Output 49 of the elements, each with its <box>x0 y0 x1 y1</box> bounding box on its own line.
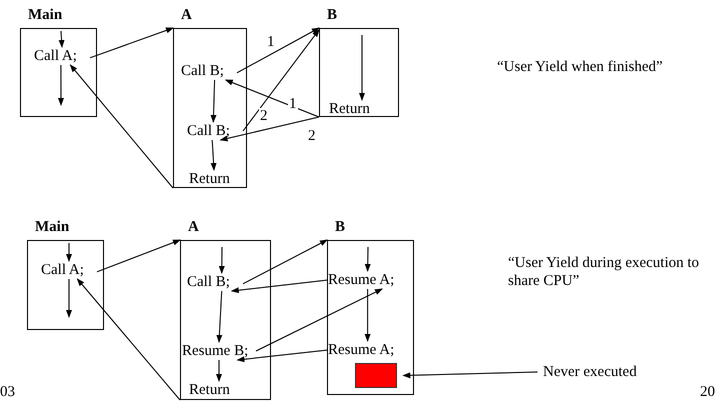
arrow <box>364 246 371 272</box>
statement-text: Call B; <box>187 273 230 291</box>
function-heading: Main <box>28 6 62 24</box>
arrow <box>70 64 174 188</box>
page-number: 03 <box>0 383 16 401</box>
note-text: “User Yield when finished” <box>497 58 664 76</box>
arrow <box>66 278 72 318</box>
arrow <box>256 288 383 352</box>
arrow <box>76 278 180 400</box>
arrow <box>242 28 320 132</box>
arrow <box>96 240 181 272</box>
arrow <box>218 246 225 274</box>
statement-text: Return <box>189 381 230 399</box>
arrow <box>236 28 320 74</box>
statement-text: Resume B; <box>182 342 248 360</box>
function-heading: B <box>335 218 346 236</box>
arrow <box>66 242 72 262</box>
unexecuted-code-block <box>355 363 397 388</box>
annotation-text: Never executed <box>543 363 637 381</box>
arrow <box>242 240 328 284</box>
function-heading: A <box>181 6 192 24</box>
function-heading: A <box>188 218 199 236</box>
arrow <box>236 350 328 362</box>
arrow <box>364 288 371 342</box>
arrow <box>58 64 64 106</box>
arrow <box>220 116 320 142</box>
arrow <box>216 290 222 343</box>
function-heading: Main <box>35 218 70 236</box>
arrow <box>216 360 222 382</box>
statement-text: Resume A; <box>328 271 394 289</box>
statement-text: Call A; <box>34 47 77 65</box>
function-heading: B <box>327 6 338 24</box>
statement-text: Return <box>329 100 370 118</box>
arrow <box>58 30 65 48</box>
arrow <box>230 280 328 294</box>
statement-text: Return <box>189 170 230 188</box>
arrow <box>90 28 174 58</box>
page-number: 20 <box>700 383 716 401</box>
arrow <box>210 80 217 123</box>
edge-label: 1 <box>288 96 298 112</box>
statement-text: Call A; <box>41 261 84 279</box>
statement-text: Call B; <box>181 62 224 80</box>
arrow <box>224 80 320 118</box>
arrow <box>359 34 365 101</box>
arrow <box>402 372 538 378</box>
statement-text: Call B; <box>187 122 230 140</box>
note-text: “User Yield during execution to share CPU” <box>508 254 700 290</box>
arrow <box>210 140 217 171</box>
statement-text: Resume A; <box>328 341 394 359</box>
